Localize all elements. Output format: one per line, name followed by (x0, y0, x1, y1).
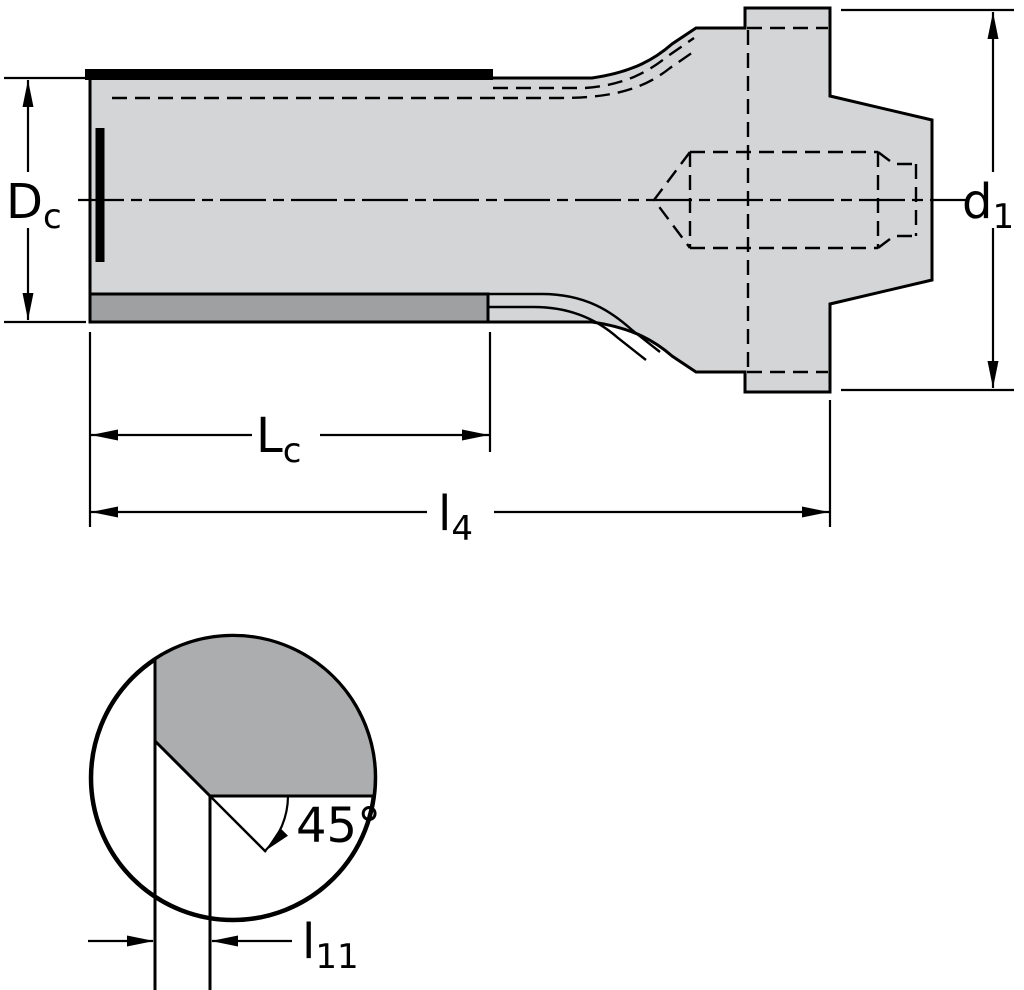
d1-arrow-down (987, 361, 999, 388)
l11-arrow-left (127, 935, 154, 947)
l11-arrow-right (211, 935, 238, 947)
neck-step-curve-1 (488, 292, 661, 353)
neck-hidden-line (493, 37, 695, 90)
l4-arrow-left (91, 506, 118, 518)
dimension-l4: l4 (91, 400, 832, 549)
dc-arrow-up (22, 80, 34, 107)
dim-label-lc: Lc (256, 408, 301, 471)
dimension-l11: l11 (88, 914, 359, 977)
detail-section (153, 634, 377, 798)
d1-extension-lines (841, 8, 1014, 392)
d1-arrow-up (987, 12, 999, 39)
insert-strip (88, 292, 490, 324)
dim-label-dc: Dc (6, 174, 62, 237)
detail-view: 45° l11 (88, 633, 381, 990)
main-view: Dc d1 Lc l4 (4, 6, 1014, 549)
dim-label-l11: l11 (302, 914, 359, 977)
dim-label-l4: l4 (438, 486, 473, 549)
angle-label: 45° (296, 798, 381, 854)
dimension-lc: Lc (88, 332, 492, 527)
l4-arrow-right (802, 506, 829, 518)
neck-step-curve-2 (488, 305, 647, 361)
lc-arrow-left (91, 429, 118, 441)
dc-arrow-down (22, 293, 34, 320)
dc-extension-lines (4, 76, 86, 324)
dimension-dc: Dc (4, 76, 86, 324)
cutting-edge-top (85, 69, 493, 80)
lc-arrow-right (462, 429, 489, 441)
bore-hidden-line (112, 49, 697, 100)
dimension-d1: d1 (841, 8, 1014, 392)
lc-extension-lines (88, 332, 492, 527)
chamfer-extension (209, 795, 267, 853)
dim-label-d1: d1 (962, 174, 1014, 237)
